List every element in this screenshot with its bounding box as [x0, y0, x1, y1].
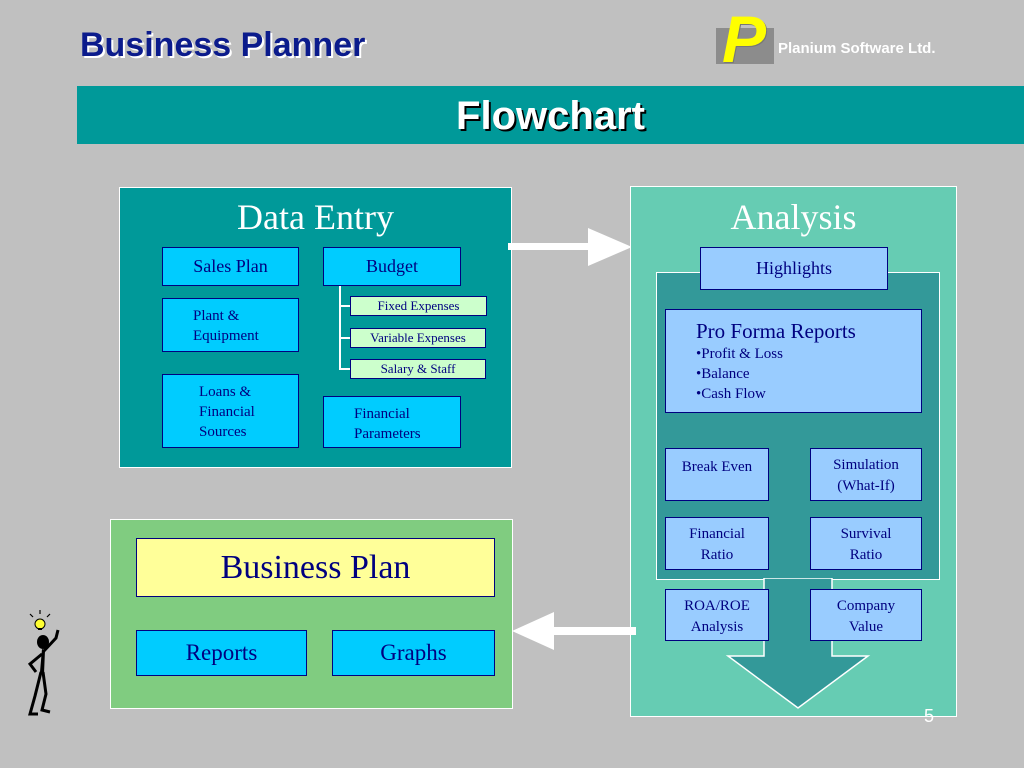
loans-line-2: Financial — [199, 404, 255, 420]
salary-staff-box[interactable]: Salary & Staff — [350, 359, 486, 379]
reports-box[interactable]: Reports — [136, 630, 307, 676]
app-title: Business Planner — [80, 26, 366, 64]
slide-number: 5 — [924, 706, 935, 726]
pro-forma-item: •Balance — [696, 366, 750, 382]
fin-ratio-line-1: Financial — [689, 526, 745, 542]
title-banner — [77, 86, 1024, 144]
loans-line-3: Sources — [199, 424, 247, 440]
arrow-left-icon — [512, 612, 636, 650]
plant-line-2: Equipment — [193, 328, 259, 344]
survival-line-2: Ratio — [849, 547, 883, 563]
banner-title: Flowchart — [456, 94, 645, 138]
roa-line-2: Analysis — [690, 619, 744, 635]
sales-plan-box[interactable]: Sales Plan — [162, 247, 299, 286]
roa-line-1: ROA/ROE — [684, 598, 750, 614]
fin-params-line-2: Parameters — [354, 426, 421, 442]
business-plan-box[interactable]: Business Plan — [136, 538, 495, 597]
loans-financial-sources-box[interactable]: Loans & Financial Sources — [162, 374, 299, 448]
break-even-box[interactable]: Break Even — [665, 448, 769, 501]
simulation-line-2: (What-If) — [837, 478, 895, 494]
logo-background — [716, 28, 774, 64]
survival-ratio-box[interactable]: Survival Ratio — [810, 517, 922, 570]
logo-p-icon: P — [722, 2, 767, 76]
data-entry-heading: Data Entry — [237, 197, 394, 237]
company-value-box[interactable]: Company Value — [810, 589, 922, 641]
pro-forma-item: •Cash Flow — [696, 386, 766, 402]
pro-forma-item: •Profit & Loss — [696, 346, 783, 362]
break-even-label: Break Even — [681, 459, 753, 475]
plant-equipment-box[interactable]: Plant & Equipment — [162, 298, 299, 352]
loans-line-1: Loans & — [199, 384, 252, 400]
fixed-expenses-box[interactable]: Fixed Expenses — [350, 296, 487, 316]
graphs-box[interactable]: Graphs — [332, 630, 495, 676]
company-value-line-1: Company — [836, 598, 896, 614]
financial-parameters-box[interactable]: Financial Parameters — [323, 396, 461, 448]
company-value-line-2: Value — [848, 619, 884, 635]
fin-params-line-1: Financial — [354, 406, 410, 422]
survival-line-1: Survival — [840, 526, 892, 542]
company-name: Planium Software Ltd. — [778, 40, 936, 57]
pro-forma-reports-box[interactable]: Pro Forma Reports •Profit & Loss •Balanc… — [665, 309, 922, 413]
simulation-line-1: Simulation — [833, 457, 899, 473]
analysis-heading: Analysis — [730, 197, 857, 237]
lightbulb-person-icon — [27, 610, 60, 716]
financial-ratio-box[interactable]: Financial Ratio — [665, 517, 769, 570]
pro-forma-title: Pro Forma Reports — [696, 319, 856, 343]
highlights-box[interactable]: Highlights — [700, 247, 888, 290]
fin-ratio-line-2: Ratio — [700, 547, 734, 563]
variable-expenses-box[interactable]: Variable Expenses — [350, 328, 486, 348]
budget-box[interactable]: Budget — [323, 247, 461, 286]
simulation-box[interactable]: Simulation (What-If) — [810, 448, 922, 501]
roa-roe-analysis-box[interactable]: ROA/ROE Analysis — [665, 589, 769, 641]
plant-line-1: Plant & — [193, 308, 240, 324]
arrow-right-icon — [508, 228, 632, 266]
